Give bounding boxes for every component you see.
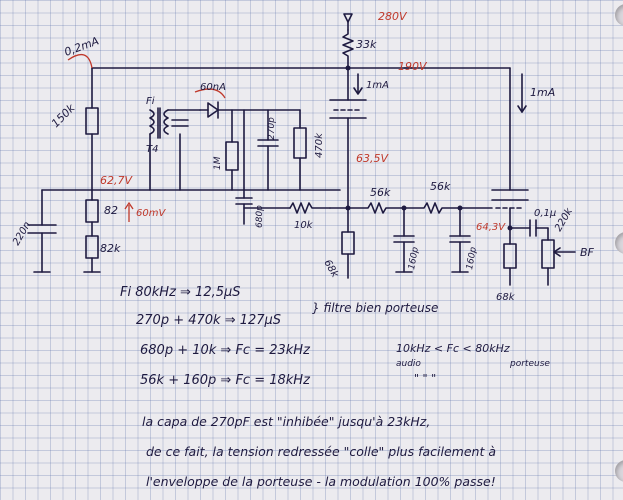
resistor-150k	[85, 67, 99, 191]
label-10k: 10k	[294, 220, 314, 231]
note-para-2: de ce fait, la tension redressée "colle"…	[146, 444, 496, 459]
node-dot	[401, 205, 407, 211]
filter-chain	[347, 202, 493, 273]
label-t4: T4	[146, 144, 158, 155]
label-bf: BF	[580, 246, 595, 259]
resistor-10k	[243, 202, 349, 214]
capacitor-220n	[27, 224, 57, 273]
current-arrows-ink	[353, 67, 527, 113]
diode	[199, 101, 301, 119]
label-60mv: 60mV	[136, 208, 166, 219]
resistor-33k	[342, 29, 354, 67]
label-190v: 190V	[398, 60, 428, 73]
label-fi: Fi	[146, 96, 155, 107]
note-fi: Fi 80kHz ⇒ 12,5µS	[120, 285, 241, 300]
label-68k-a: 68k	[321, 258, 340, 281]
label-1ma-b: 1mA	[530, 86, 555, 99]
label-160p-a: 160p	[407, 246, 421, 271]
note-56k: 56k + 160p ⇒ Fc = 18kHz	[140, 373, 311, 388]
resistor-1m	[225, 109, 239, 191]
resistor-82k	[83, 235, 101, 273]
label-280v: 280V	[378, 10, 408, 23]
capacitor-680p	[235, 109, 253, 225]
label-01u: 0,1µ	[534, 208, 556, 219]
tube-2	[491, 189, 529, 229]
note-para-3: l'enveloppe de la porteuse - la modulati…	[146, 474, 496, 489]
label-150k: 150k	[49, 101, 78, 130]
label-1ma-a: 1mA	[366, 80, 389, 91]
node-dot	[457, 205, 463, 211]
label-60na: 60nA	[200, 82, 226, 93]
supply-terminal	[343, 13, 353, 31]
label-470k: 470k	[314, 132, 325, 158]
capacitor-270p	[257, 109, 279, 191]
label-1m: 1M	[213, 156, 223, 170]
label-680p: 680p	[255, 205, 265, 228]
label-627v: 62,7V	[100, 174, 133, 187]
label-56k-a: 56k	[370, 186, 391, 199]
tube-1	[329, 99, 367, 209]
label-33k: 33k	[356, 38, 377, 51]
potentiometer-220k	[541, 227, 576, 286]
transformer-t4	[149, 107, 201, 191]
resistor-68k-b	[503, 227, 517, 286]
label-220k: 220k	[553, 205, 576, 233]
note-para-1: la capa de 270pF est "inhibée" jusqu'à 2…	[142, 414, 430, 429]
note-audio: audio	[396, 359, 421, 369]
label-68k-b: 68k	[496, 292, 516, 303]
label-82: 82	[104, 204, 118, 217]
label-270p: 270p	[267, 117, 277, 140]
note-quotes: " " "	[414, 372, 436, 385]
resistor-68k-a	[341, 207, 355, 279]
capacitor-01u	[509, 219, 549, 237]
note-porteuse: porteuse	[509, 359, 550, 369]
note-range: 10kHz < Fc < 80kHz	[396, 342, 510, 355]
note-270p: 270p + 470k ⇒ 127µS	[136, 313, 281, 328]
resistor-82	[85, 189, 99, 237]
label-635v: 63,5V	[356, 152, 389, 165]
label-160p-b: 160p	[465, 246, 479, 271]
note-680p: 680p + 10k ⇒ Fc = 23kHz	[140, 343, 311, 358]
note-filter: } filtre bien porteuse	[312, 301, 438, 315]
node-dot	[345, 65, 351, 71]
current-arrows	[67, 53, 226, 222]
bus-190v	[91, 65, 511, 191]
resistor-470k	[293, 109, 307, 191]
label-643v: 64,3V	[476, 222, 506, 233]
label-56k-b: 56k	[430, 180, 451, 193]
label-82k: 82k	[100, 242, 121, 255]
